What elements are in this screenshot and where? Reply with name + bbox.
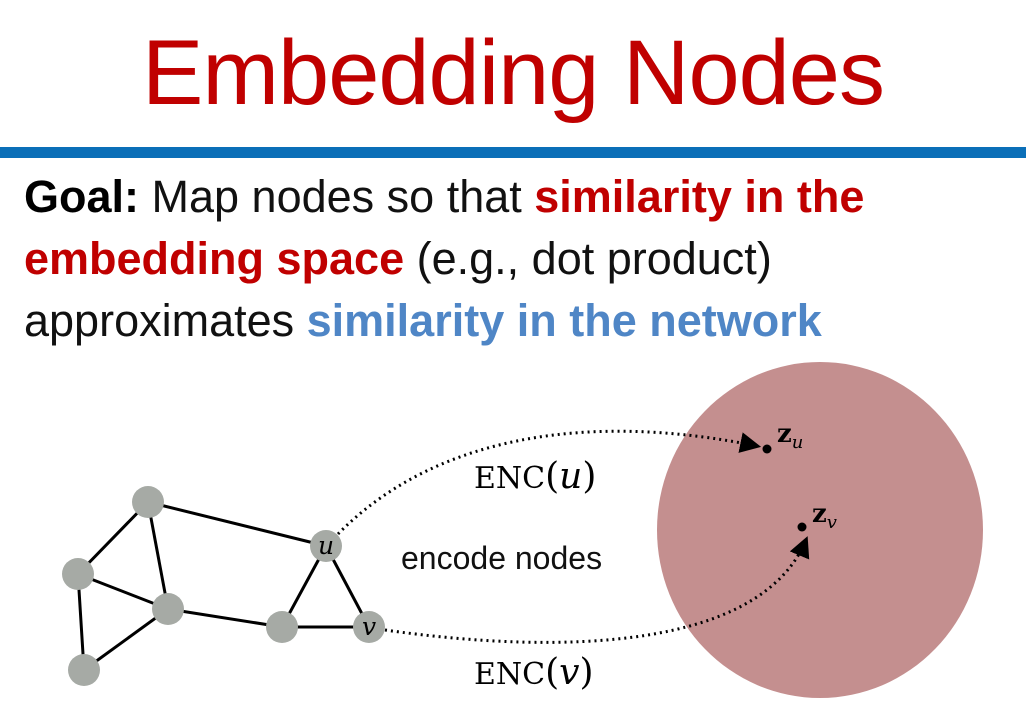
embedding-point-zv (797, 522, 807, 532)
embedding-space (657, 362, 983, 698)
edge (146, 501, 170, 610)
graph-nodes (62, 486, 385, 686)
enc-u-label: ENC(u) (474, 456, 596, 497)
graph-edges (76, 500, 371, 672)
node-u (310, 530, 342, 562)
goal-lead: Goal: (24, 171, 140, 222)
edge (83, 607, 169, 672)
edge (76, 500, 150, 576)
graph-node (132, 486, 164, 518)
edge (77, 572, 169, 611)
edge (76, 573, 86, 671)
goal-highlight-network: similarity in the network (306, 295, 822, 346)
title-divider (0, 147, 1026, 158)
goal-highlight-embedding-1: similarity in the (534, 171, 865, 222)
goal-statement: Goal: Map nodes so that similarity in th… (24, 166, 1014, 352)
embedding-point-zu (762, 444, 772, 454)
zu-label: zu (777, 419, 803, 453)
graph-node (152, 593, 184, 625)
goal-text-2: (e.g., dot product) (404, 233, 772, 284)
graph-node (68, 654, 100, 686)
node-v-label: v (362, 612, 376, 641)
goal-text-3: approximates (24, 295, 307, 346)
graph-node (266, 611, 298, 643)
node-v (353, 611, 385, 643)
encode-arrow-v (384, 536, 810, 644)
node-u-label: u (318, 531, 334, 560)
enc-v-label: ENC(v) (474, 652, 594, 693)
edge (147, 500, 327, 548)
goal-text-1: Map nodes so that (139, 171, 535, 222)
zv-label: zv (812, 499, 837, 533)
edge (167, 607, 283, 629)
slide-title: Embedding Nodes (142, 22, 885, 124)
encode-nodes-label: encode nodes (401, 540, 602, 576)
graph-node (62, 558, 94, 590)
goal-highlight-embedding-2: embedding space (24, 233, 405, 284)
